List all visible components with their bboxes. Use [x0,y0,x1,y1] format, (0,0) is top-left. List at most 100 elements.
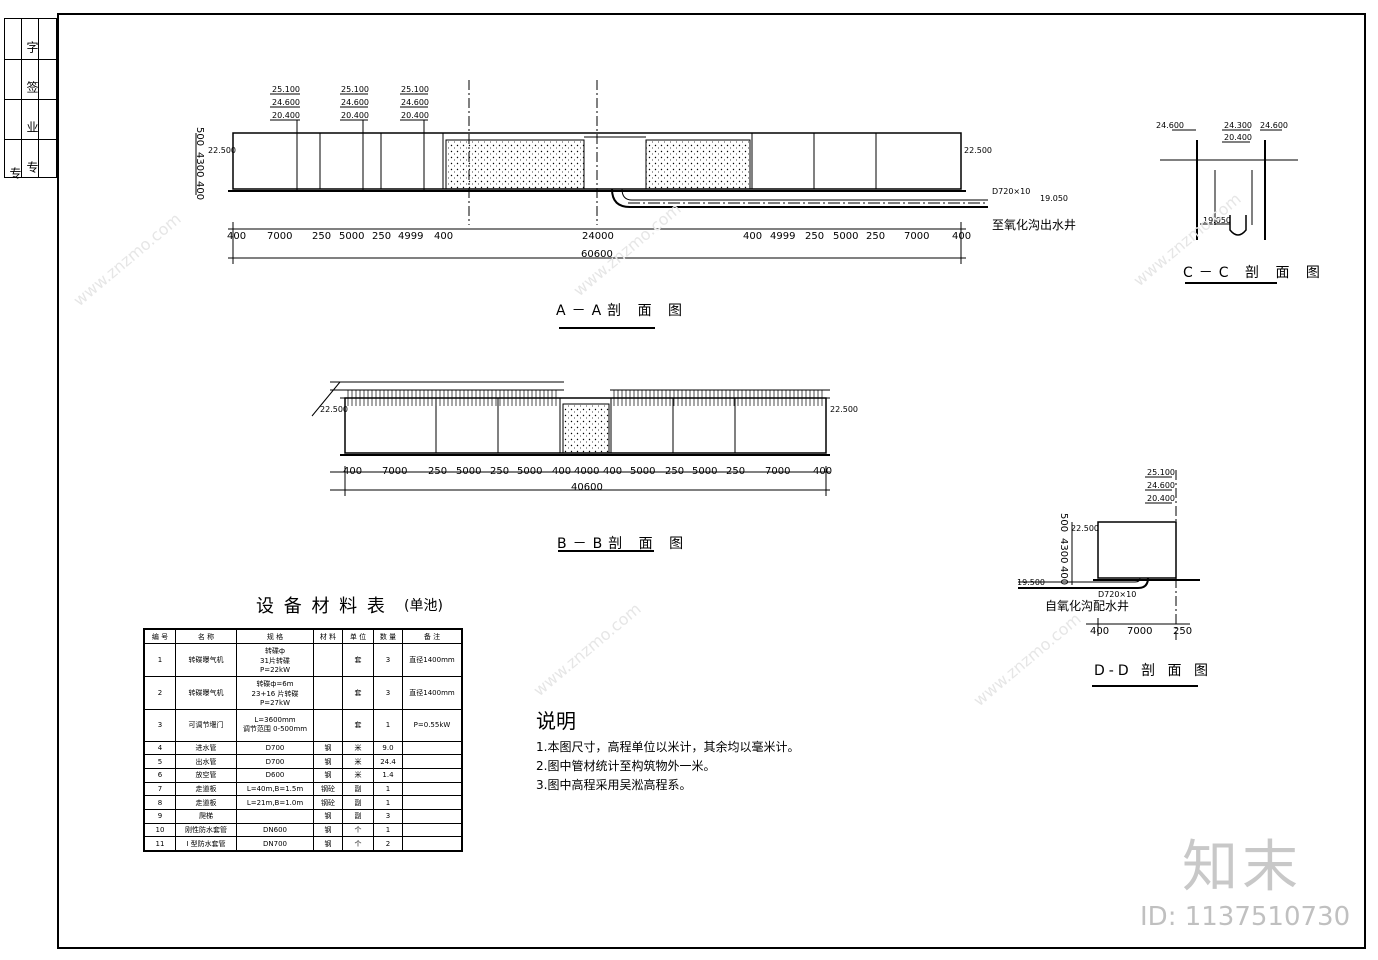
bb-dim: 5000 [456,466,482,477]
aa-water-level-left: 22.500 [208,146,236,155]
table-cell: 走道板 [175,781,237,797]
aa-dim: 7000 [904,231,930,242]
table-cell: 1 [373,795,403,810]
aa-total-dim: 60600 [581,249,613,260]
aa-elev-low: 20.400 [272,111,300,120]
bb-dim: 7000 [382,466,408,477]
table-cell [402,795,462,810]
table-cell: 3 [144,708,176,742]
aa-outlet-label: 至氧化沟出水井 [992,218,1077,232]
aa-dim: 400 [227,231,247,242]
table-cell [402,740,462,756]
cc-elev-right: 24.600 [1260,121,1288,130]
sidebar-cell: 业 [25,121,39,133]
table-cell: 刚性防水套管 [175,822,237,838]
table-cell: 钢 [313,768,343,783]
table-header: 规 格 [236,629,314,644]
table-header: 数 量 [373,629,403,644]
table-cell: 2 [144,675,176,710]
table-cell: 3 [373,808,403,824]
table-cell: I 型防水套管 [175,836,237,851]
aa-elev-mid: 24.600 [401,98,429,107]
brand-id: ID: 1137510730 [1140,902,1351,932]
dd-dim: 7000 [1127,626,1153,637]
dd-elev-top: 25.100 [1147,468,1175,477]
section-dd [1018,470,1200,687]
aa-elev-low: 20.400 [401,111,429,120]
bb-water-level-left: 22.500 [320,405,348,414]
table-cell: 出水管 [175,754,237,770]
bb-dim: 5000 [517,466,543,477]
bb-dim: 250 [665,466,685,477]
aa-water-level-right: 22.500 [964,146,992,155]
bb-water-level-right: 22.500 [830,405,858,414]
dd-elev-mid: 24.600 [1147,481,1175,490]
table-cell: 钢 [313,808,343,824]
table-header: 备 注 [402,629,462,644]
dd-vdim: 500 [1058,513,1069,533]
aa-elev-top: 25.100 [272,85,300,94]
bb-dim: 400 [813,466,833,477]
table-cell: 副 [342,781,374,797]
table-cell [402,808,462,824]
bb-dim: 7000 [765,466,791,477]
table-cell: 走道板 [175,795,237,810]
table-cell: D700 [236,754,314,770]
aa-vdim: 400 [194,181,205,201]
cc-elev-bottom: 19.050 [1203,216,1231,225]
aa-dim: 250 [805,231,825,242]
table-cell: 直径1400mm [402,643,462,677]
section-bb [311,381,830,552]
table-cell: 1.4 [373,768,403,783]
table-cell: 可调节堰门 [175,708,237,742]
table-cell [313,643,343,677]
table-cell: 11 [144,836,176,851]
table-cell: 钢 [313,836,343,851]
section-aa [195,80,988,329]
dd-elev-low: 20.400 [1147,494,1175,503]
dd-pipe-elev: 19.500 [1017,578,1045,587]
bb-dim: 4000 [574,466,600,477]
aa-elev-low: 20.400 [341,111,369,120]
table-cell: 1 [373,781,403,797]
table-cell: L=3600mm 调节范围 0-500mm [236,708,314,742]
aa-dim: 400 [434,231,454,242]
table-cell: 米 [342,740,374,756]
table-cell: 7 [144,781,176,797]
table-cell [402,781,462,797]
table-cell: 爬梯 [175,808,237,824]
dd-water-level: 22.500 [1071,524,1099,533]
aa-elev-top: 25.100 [341,85,369,94]
sidebar-cell: 字 [25,41,39,53]
note-line: 2.图中管材统计至构筑物外一米。 [536,759,716,773]
table-cell: DN700 [236,836,314,851]
table-cell: 放空管 [175,768,237,783]
table-cell: 套 [342,643,374,677]
table-cell: 副 [342,808,374,824]
table-header: 单 位 [342,629,374,644]
table-cell: 1 [373,822,403,838]
table-cell: L=40m,B=1.5m [236,781,314,797]
table-cell: P=0.55kW [402,708,462,742]
bb-dim: 250 [726,466,746,477]
cc-title: C－C 剖 面 图 [1183,265,1326,281]
aa-dim: 5000 [339,231,365,242]
section-cc [1160,129,1298,284]
aa-elev-mid: 24.600 [341,98,369,107]
bb-dim: 5000 [692,466,718,477]
table-cell: 进水管 [175,740,237,756]
aa-elev-mid: 24.600 [272,98,300,107]
dd-vdim: 400 [1058,566,1069,586]
table-cell [402,822,462,838]
table-header: 编 号 [144,629,176,644]
aa-dim: 400 [952,231,972,242]
table-cell: 6 [144,768,176,783]
